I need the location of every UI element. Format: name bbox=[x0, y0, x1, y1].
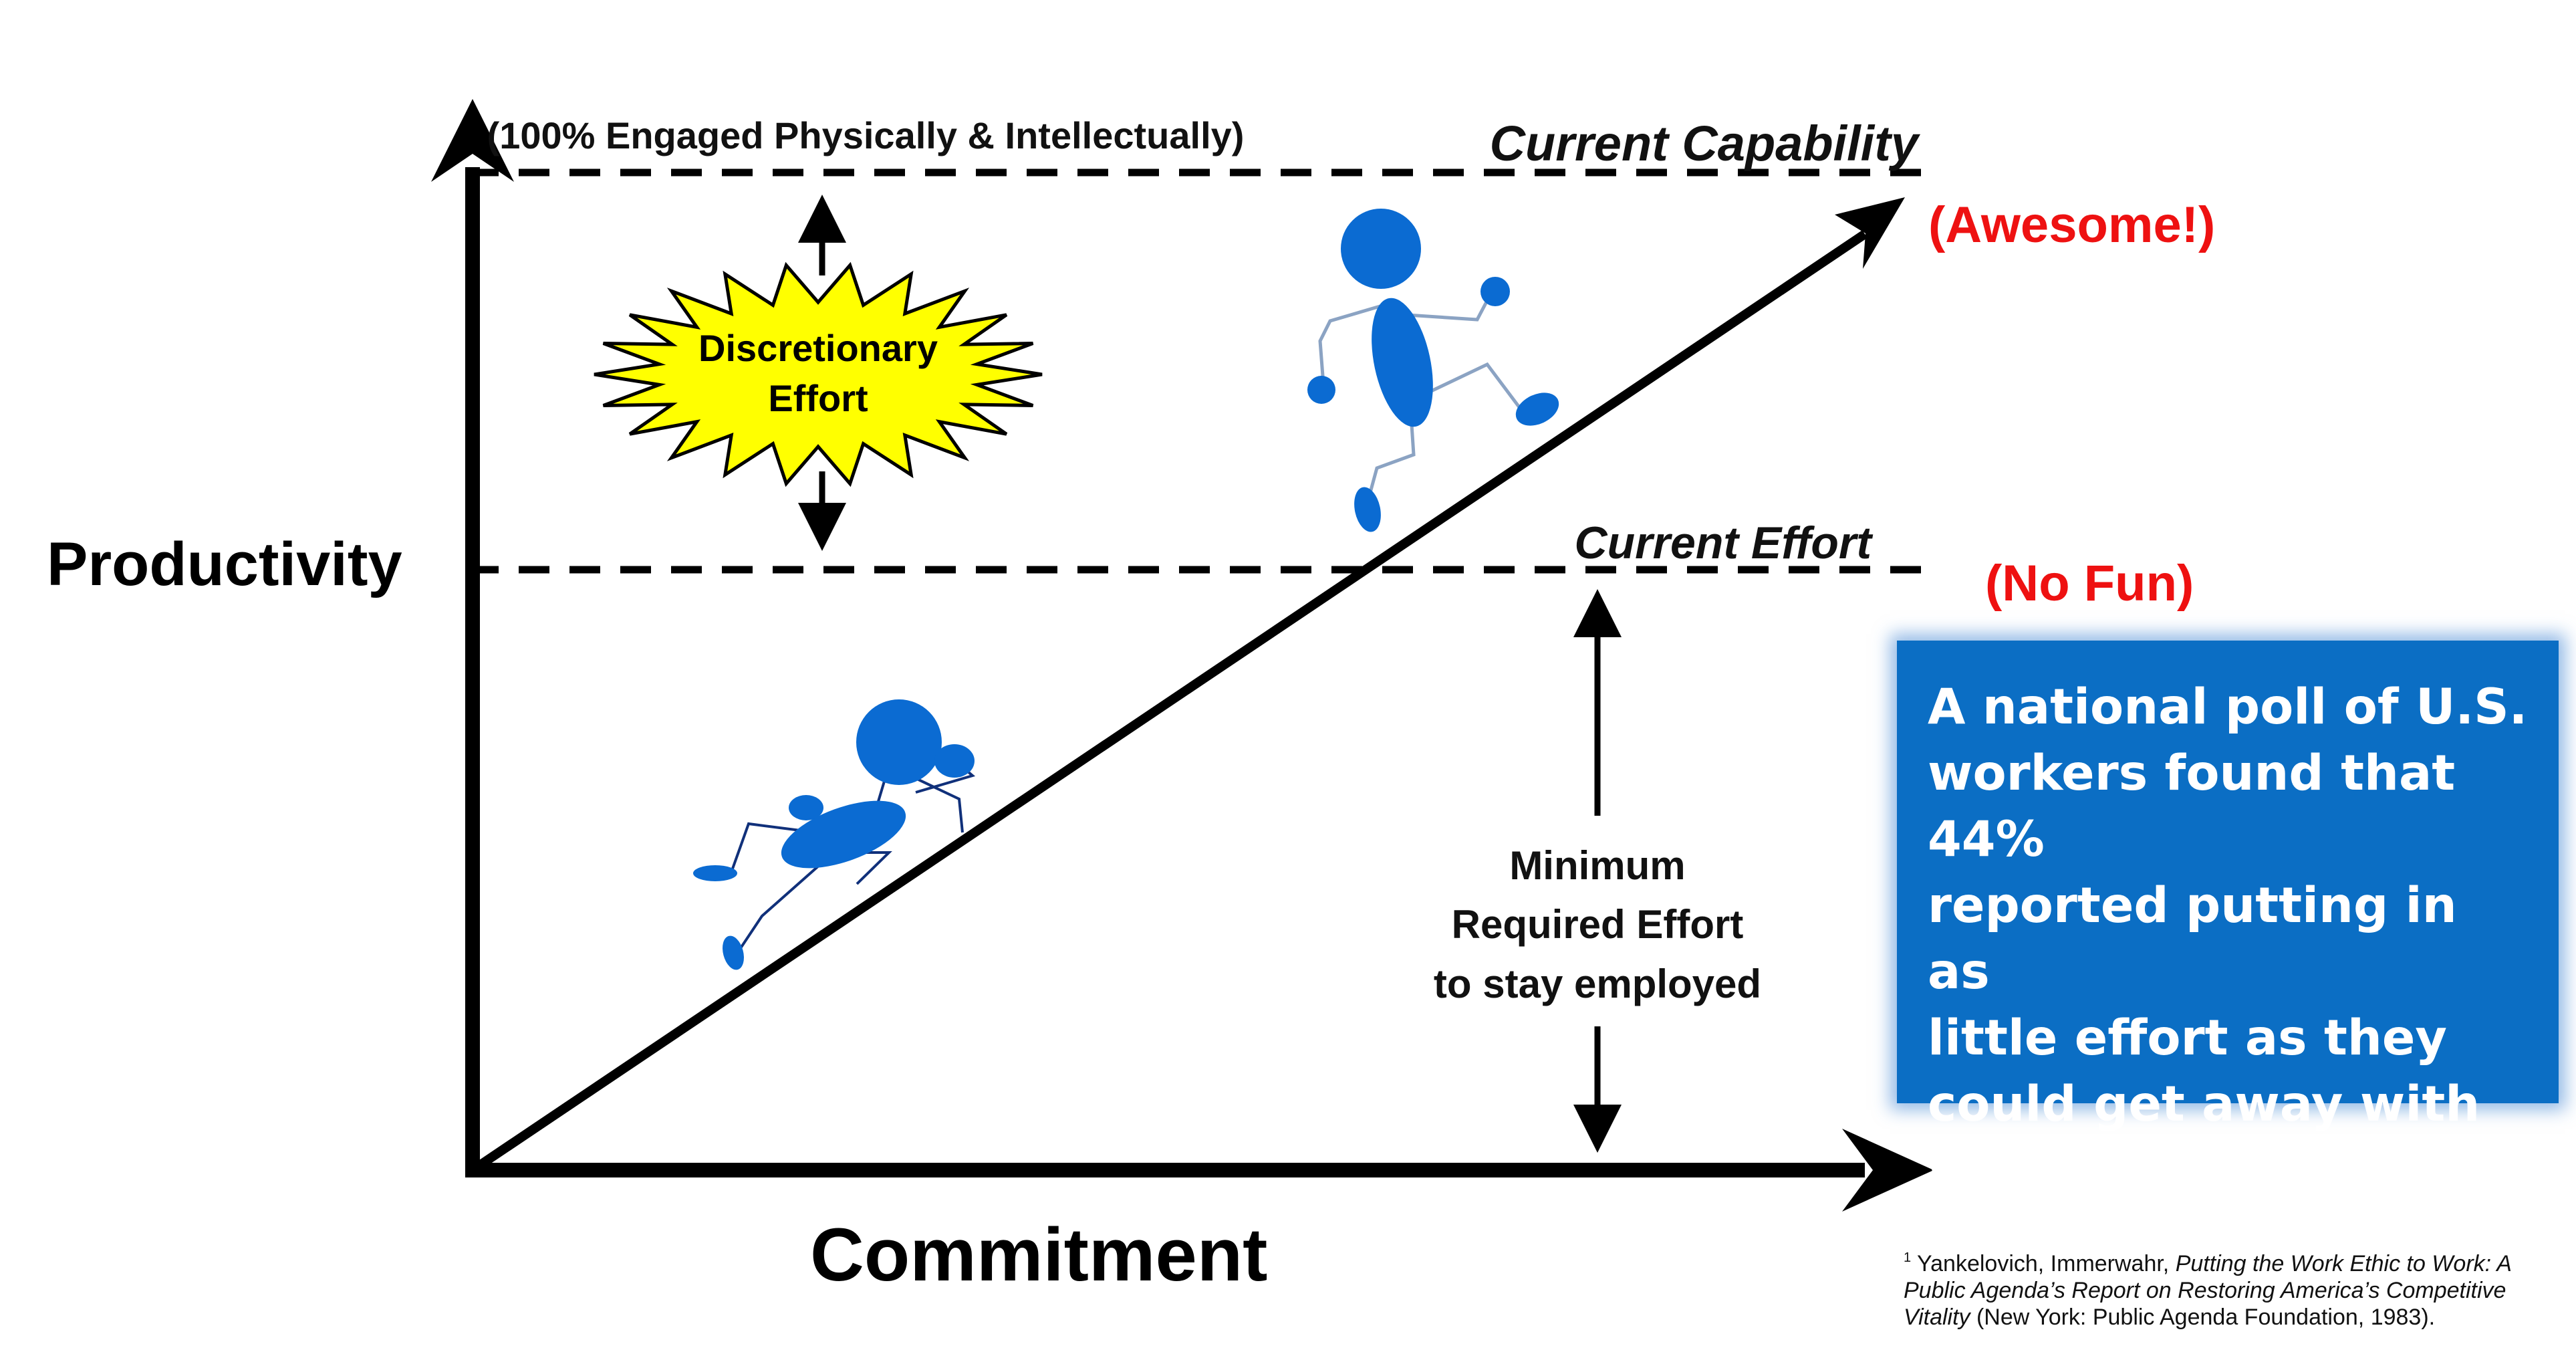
y-axis-arrowhead bbox=[431, 99, 514, 182]
discretionary-starburst bbox=[594, 261, 1043, 487]
effort-label: Current Effort bbox=[1574, 518, 1873, 568]
footnote-publisher: (New York: Public Agenda Foundation, 198… bbox=[1970, 1305, 2436, 1330]
callout-line: without being fired. bbox=[1928, 1142, 2474, 1199]
awesome-label: (Awesome!) bbox=[1928, 197, 2215, 253]
starburst-line2: Effort bbox=[768, 377, 868, 419]
minimum-effort-line1: Minimum bbox=[1509, 843, 1685, 888]
commitment-diagonal bbox=[470, 230, 1867, 1174]
capability-note: (100% Engaged Physically & Intellectuall… bbox=[487, 114, 1245, 156]
starburst-line1: Discretionary bbox=[698, 327, 938, 369]
minimum-effort-line2: Required Effort bbox=[1452, 902, 1744, 947]
citation-footnote: 1 Yankelovich, Immerwahr, Putting the Wo… bbox=[1904, 1250, 2562, 1331]
running-figure-icon bbox=[1307, 209, 1559, 532]
callout-line: A national poll of U.S. bbox=[1928, 679, 2528, 736]
minimum-effort-line3: to stay employed bbox=[1434, 962, 1761, 1006]
callout-footnote-marker: 1 bbox=[2474, 1140, 2495, 1174]
y-axis-label: Productivity bbox=[47, 530, 402, 598]
callout-line: reported putting in as bbox=[1928, 877, 2457, 1000]
capability-label: Current Capability bbox=[1490, 116, 1921, 171]
footnote-title: Putting the Work Ethic to Work: A Public… bbox=[1904, 1251, 2511, 1330]
callout-line-last: without being fired.1 bbox=[1928, 1137, 2532, 1204]
footnote-authors: Yankelovich, Immerwahr, bbox=[1916, 1251, 2176, 1276]
footnote-marker: 1 bbox=[1904, 1250, 1912, 1265]
lying-figure-icon bbox=[693, 699, 976, 970]
no-fun-label: (No Fun) bbox=[1985, 555, 2194, 612]
poll-callout: A national poll of U.S. workers found th… bbox=[1897, 641, 2559, 1199]
callout-line: workers found that 44% bbox=[1928, 745, 2456, 868]
callout-line: could get away with bbox=[1928, 1076, 2480, 1133]
x-axis-arrowhead bbox=[1842, 1129, 1934, 1212]
diagonal-arrowhead bbox=[1835, 197, 1905, 269]
callout-line: little effort as they bbox=[1928, 1010, 2447, 1066]
x-axis-label: Commitment bbox=[810, 1213, 1267, 1296]
